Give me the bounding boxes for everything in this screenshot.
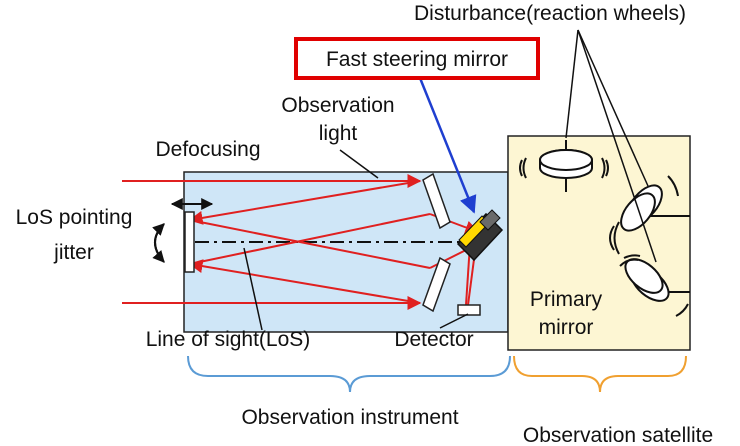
detector-label: Detector [394,328,473,351]
observation-satellite-label: Observation satellite [523,424,713,446]
disturbance-label: Disturbance(reaction wheels) [414,2,686,25]
label-leader-lines [243,149,469,331]
detector-element [457,304,481,316]
reaction-wheel-middle-icon [609,175,690,255]
line-of-sight-label: Line of sight(LoS) [146,328,311,351]
defocusing-label: Defocusing [155,138,260,161]
reaction-wheel-bottom-icon [619,254,690,317]
primary-mirror-upper [422,172,451,230]
fast-steering-mirror [456,209,504,262]
reaction-wheel-top-icon [519,140,609,192]
fsm-pointer-line [418,77,477,214]
observation-instrument-label: Observation instrument [241,406,458,429]
los-jitter-label-line1: LoS pointing [16,206,133,229]
jitter-arrow-icon [152,223,165,263]
satellite-brace [513,355,687,393]
primary-mirror-label-line1: Primary [530,288,603,311]
primary-mirror-lower [422,256,451,313]
disturbance-pointer-lines [565,29,657,263]
observation-light-label-line1: Observation [281,94,394,117]
observation-light-label-line2: light [319,122,358,145]
satellite-box [507,135,691,351]
secondary-mirror [184,211,195,273]
fsm-label-highlight-box [294,37,540,80]
fast-steering-mirror-label: Fast steering mirror [326,48,508,71]
los-jitter-label-line2: jitter [53,241,94,264]
primary-mirror-label-line2: mirror [539,316,594,339]
instrument-brace [187,355,511,393]
